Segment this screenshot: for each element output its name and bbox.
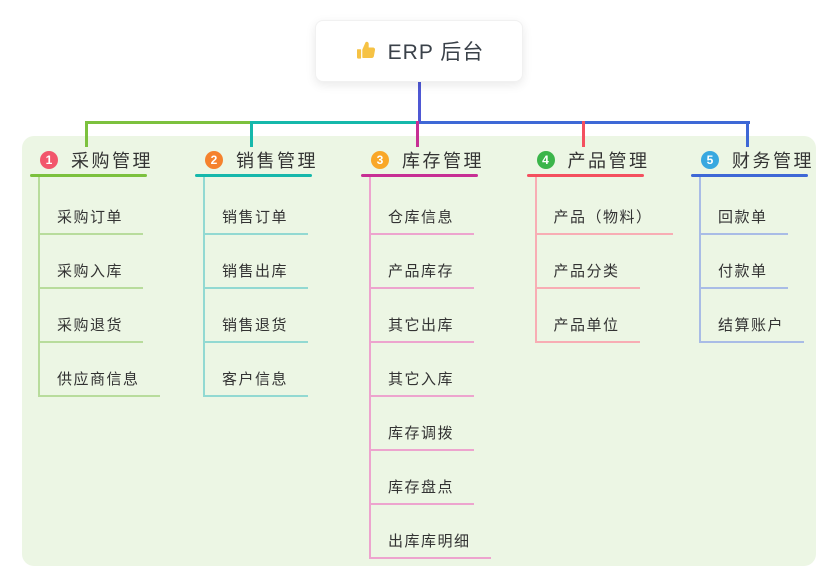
- branch-underline: [30, 174, 147, 177]
- branch-header[interactable]: 3 库存管理: [371, 149, 484, 171]
- child-node[interactable]: 采购退货: [38, 307, 143, 343]
- branch-label: 采购管理: [71, 151, 153, 171]
- branch-underline: [361, 174, 478, 177]
- child-node-label: 销售退货: [222, 317, 289, 334]
- root-node-label: ERP 后台: [387, 41, 485, 64]
- background-panel: [22, 136, 816, 566]
- child-node[interactable]: 产品库存: [369, 253, 474, 289]
- child-node-label: 产品分类: [553, 263, 620, 280]
- connector-segment: [85, 121, 88, 147]
- branch-header[interactable]: 1 采购管理: [40, 149, 153, 171]
- child-node[interactable]: 付款单: [699, 253, 788, 289]
- child-node[interactable]: 其它入库: [369, 361, 474, 397]
- child-node[interactable]: 产品（物料）: [534, 199, 673, 235]
- child-node[interactable]: 其它出库: [369, 307, 474, 343]
- connector-segment: [417, 80, 421, 123]
- child-node[interactable]: 产品单位: [534, 307, 640, 343]
- child-node-label: 产品（物料）: [553, 209, 653, 226]
- branch-header[interactable]: 5 财务管理: [701, 149, 814, 171]
- child-node-label: 采购订单: [57, 209, 124, 226]
- child-node[interactable]: 回款单: [699, 199, 788, 235]
- branch-number-badge: 2: [205, 151, 223, 169]
- child-node-label: 库存盘点: [388, 479, 455, 496]
- branch-label: 库存管理: [402, 151, 484, 171]
- branch-rail: [369, 177, 371, 557]
- connector-segment: [250, 121, 253, 147]
- branch-label: 销售管理: [236, 151, 318, 171]
- branch-header[interactable]: 2 销售管理: [205, 149, 318, 171]
- child-node-label: 销售订单: [222, 209, 289, 226]
- child-node[interactable]: 库存调拨: [369, 415, 474, 451]
- connector-segment: [746, 121, 749, 147]
- branch-number-badge: 5: [701, 151, 719, 169]
- child-node[interactable]: 供应商信息: [38, 361, 160, 397]
- connector-segment: [416, 121, 419, 147]
- child-node[interactable]: 库存盘点: [369, 469, 474, 505]
- child-node[interactable]: 客户信息: [203, 361, 308, 397]
- child-node[interactable]: 结算账户: [699, 307, 804, 343]
- child-node-label: 出库库明细: [388, 533, 471, 550]
- child-node-label: 采购入库: [57, 263, 124, 280]
- child-node-label: 其它出库: [388, 317, 455, 334]
- child-node-label: 仓库信息: [388, 209, 455, 226]
- child-node-label: 产品库存: [388, 263, 455, 280]
- child-node-label: 其它入库: [388, 371, 455, 388]
- child-node-label: 结算账户: [718, 317, 785, 334]
- connector-segment: [250, 121, 421, 124]
- child-node-label: 供应商信息: [57, 371, 140, 388]
- child-node-label: 采购退货: [57, 317, 124, 334]
- branch-number-badge: 3: [371, 151, 389, 169]
- branch-underline: [195, 174, 312, 177]
- child-node-label: 回款单: [718, 209, 768, 226]
- branch-label: 财务管理: [732, 151, 814, 171]
- child-node-label: 付款单: [718, 263, 768, 280]
- branch-underline: [691, 174, 808, 177]
- connector-segment: [581, 121, 585, 147]
- child-node[interactable]: 采购订单: [38, 199, 143, 235]
- child-node-label: 客户信息: [222, 371, 289, 388]
- child-node[interactable]: 采购入库: [38, 253, 143, 289]
- branch-rail: [38, 177, 40, 395]
- child-node-label: 库存调拨: [388, 425, 455, 442]
- branch-rail: [203, 177, 205, 395]
- branch-number-badge: 4: [536, 151, 555, 169]
- branch-label: 产品管理: [567, 151, 650, 171]
- branch-number-badge: 1: [40, 151, 58, 169]
- branch-header[interactable]: 4 产品管理: [536, 149, 650, 171]
- child-node[interactable]: 销售退货: [203, 307, 308, 343]
- root-node[interactable]: ERP 后台: [315, 20, 523, 82]
- child-node-label: 产品单位: [553, 317, 620, 334]
- thumbs-up-icon: [354, 39, 378, 63]
- child-node[interactable]: 产品分类: [534, 253, 640, 289]
- child-node[interactable]: 仓库信息: [369, 199, 474, 235]
- child-node[interactable]: 出库库明细: [369, 523, 491, 559]
- branch-rail: [534, 177, 537, 341]
- branch-underline: [526, 174, 644, 177]
- child-node[interactable]: 销售订单: [203, 199, 308, 235]
- child-node-label: 销售出库: [222, 263, 289, 280]
- branch-rail: [699, 177, 701, 341]
- child-node[interactable]: 销售出库: [203, 253, 308, 289]
